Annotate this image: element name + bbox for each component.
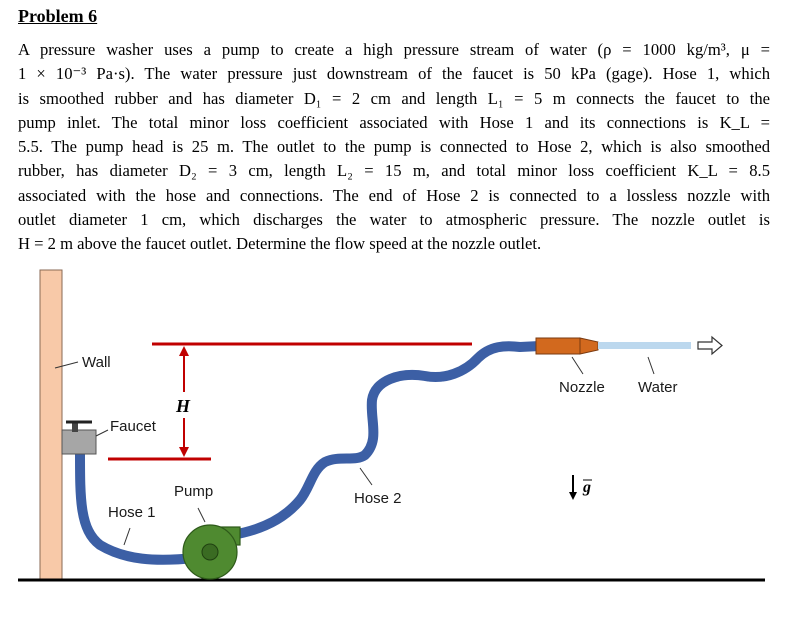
wall — [39, 269, 63, 581]
faucet-label: Faucet — [110, 418, 157, 435]
statement-line: is smoothed rubber and has diameter D₁ =… — [18, 88, 770, 108]
problem-statement: A pressure washer uses a pump to create … — [18, 38, 770, 257]
nozzle-tip — [579, 337, 599, 355]
nozzle-leader — [571, 356, 584, 375]
statement-line: associated with the hose and connections… — [18, 185, 770, 205]
statement-line: H = 2 m above the faucet outlet. Determi… — [18, 234, 542, 254]
faucet — [61, 420, 97, 455]
statement-line: pump inlet. The total minor loss coeffic… — [18, 112, 770, 132]
statement-line: 5.5. The pump head is 25 m. The outlet t… — [18, 137, 770, 157]
pump — [182, 524, 241, 580]
hose-1-label: Hose 1 — [108, 504, 156, 521]
pump-leader — [197, 507, 206, 523]
statement-line: A pressure washer uses a pump to create … — [18, 40, 770, 59]
problem-title: Problem 6 — [18, 6, 98, 26]
water-leader — [647, 356, 655, 375]
h-arrowhead-down — [179, 447, 189, 457]
hose-1 — [75, 447, 200, 565]
hose-1-leader — [123, 527, 131, 546]
wall-leader — [54, 361, 79, 369]
h-arrowhead-up — [179, 346, 189, 356]
gravity-arrowhead — [569, 492, 577, 500]
wall-label: Wall — [82, 354, 111, 371]
hose-2 — [227, 341, 545, 540]
pump-label: Pump — [174, 483, 213, 500]
gravity-label: g — [582, 479, 591, 496]
h-label: H — [175, 396, 191, 416]
nozzle-label: Nozzle — [559, 379, 605, 396]
faucet-leader — [95, 429, 109, 437]
statement-line: rubber, has diameter D₂ = 3 cm, length L… — [18, 161, 770, 181]
hose-2-leader — [359, 467, 373, 486]
water-jet — [598, 342, 691, 349]
water-label: Water — [638, 379, 677, 396]
nozzle — [535, 337, 581, 355]
statement-line: 1 × 10⁻³ Pa·s). The water pressure just … — [18, 64, 770, 84]
flow-arrow-icon — [697, 335, 723, 356]
statement-line: outlet diameter 1 cm, which discharges t… — [18, 210, 770, 230]
hose-2-label: Hose 2 — [354, 490, 402, 507]
